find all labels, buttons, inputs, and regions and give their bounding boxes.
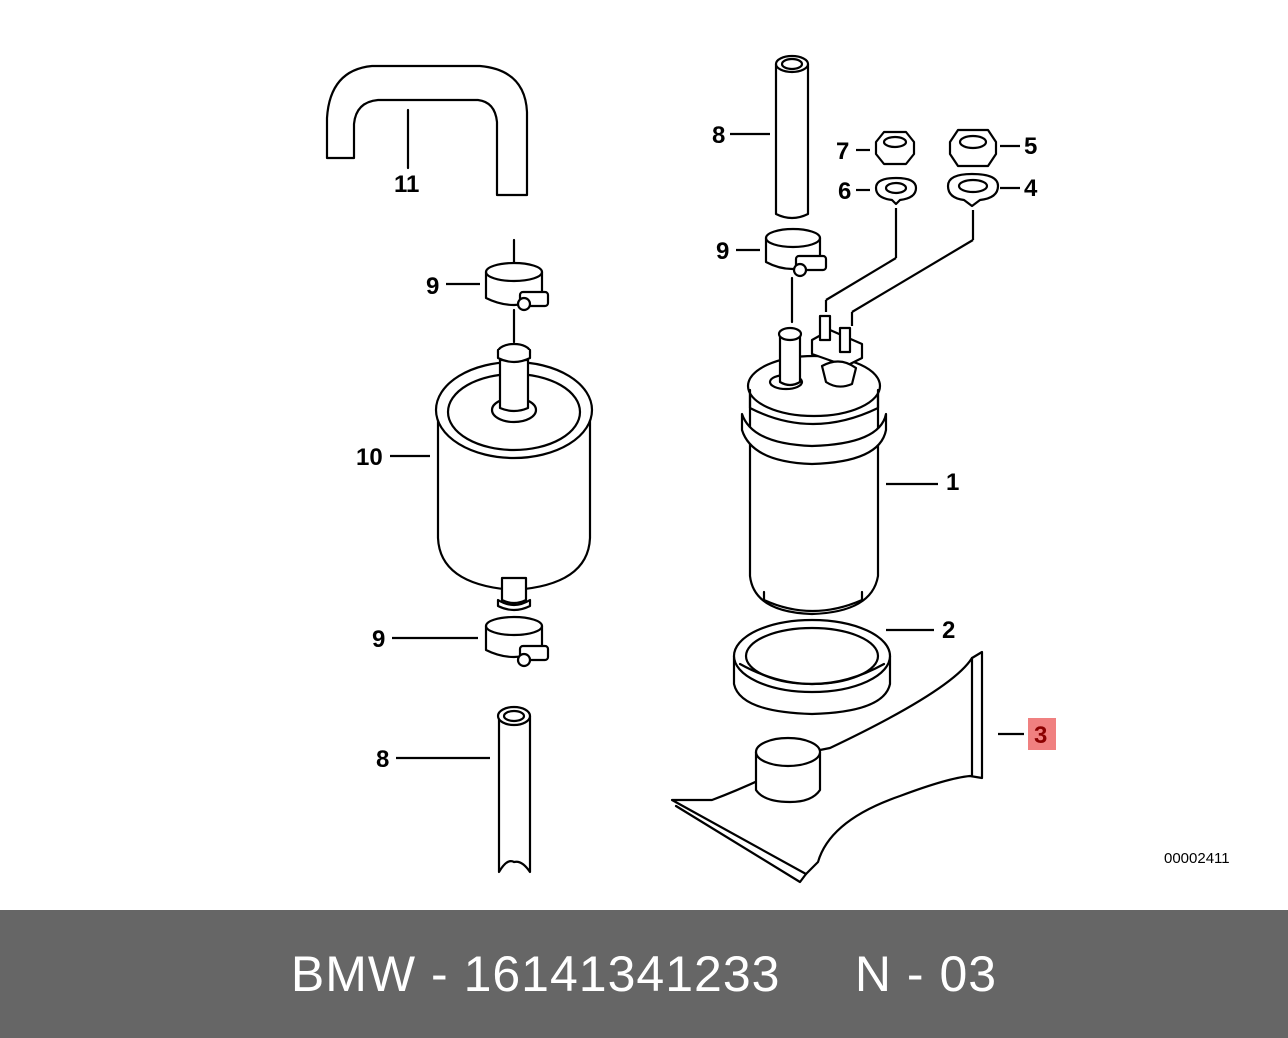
callout-5: 5 <box>1024 133 1037 160</box>
part-9-clamp-upper-left <box>484 238 550 344</box>
parts-diagram: 11 8 7 6 5 4 9 9 10 1 2 9 8 3 00002411 <box>325 54 1230 884</box>
callout-3-highlighted: 3 <box>1028 718 1056 750</box>
part-title: BMW - 16141341233 N - 03 <box>291 945 997 1003</box>
separator: - <box>431 946 449 1002</box>
part-6-washer <box>874 176 918 206</box>
callout-10: 10 <box>356 444 383 471</box>
part-2-seal-ring <box>732 618 892 716</box>
part-10-fuel-filter <box>434 342 594 612</box>
callout-9-upper-left: 9 <box>426 273 439 300</box>
part-number: 16141341233 <box>463 946 781 1002</box>
reference-code: N - 03 <box>854 946 998 1002</box>
part-5-nut <box>948 128 998 168</box>
part-4-washer <box>946 172 1000 208</box>
callout-3: 3 <box>1034 722 1047 749</box>
part-1-fuel-pump <box>740 314 888 616</box>
part-3-bracket <box>670 650 984 884</box>
callout-4: 4 <box>1024 175 1038 202</box>
part-9-clamp-lower-left <box>484 615 550 668</box>
part-7-nut <box>874 130 916 166</box>
callout-8-upper: 8 <box>712 122 725 149</box>
callout-7: 7 <box>836 138 849 165</box>
callout-9-right: 9 <box>716 238 729 265</box>
callout-9-lower-left: 9 <box>372 626 385 653</box>
callout-2: 2 <box>942 617 955 644</box>
footer-bar: BMW - 16141341233 N - 03 <box>0 910 1288 1038</box>
part-8-tube-lower <box>496 705 532 874</box>
callout-1: 1 <box>946 469 959 496</box>
part-9-clamp-right <box>764 227 828 324</box>
callout-6: 6 <box>838 178 851 205</box>
callout-8-lower: 8 <box>376 746 389 773</box>
part-11-hose <box>325 64 529 197</box>
diagram-number: 00002411 <box>1164 850 1230 867</box>
brand-label: BMW <box>290 946 417 1002</box>
callout-11: 11 <box>394 171 419 198</box>
part-8-tube-upper <box>774 54 810 220</box>
